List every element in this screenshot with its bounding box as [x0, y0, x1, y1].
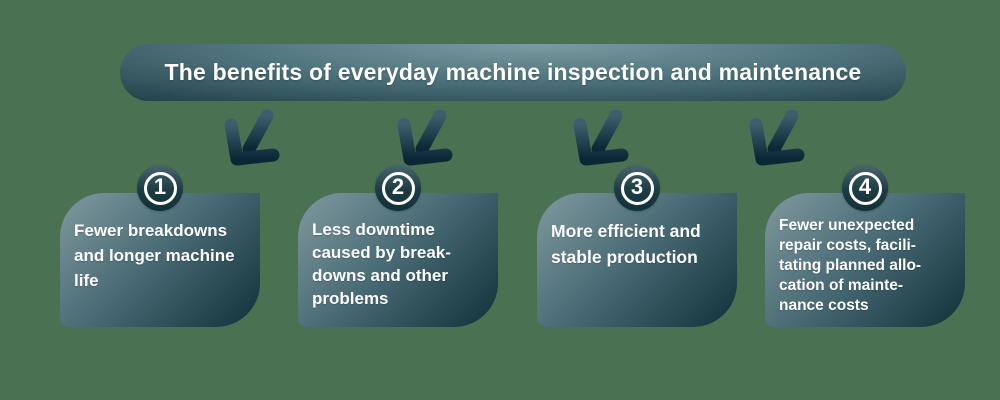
down-left-arrow-icon	[221, 108, 281, 168]
down-left-arrow-icon	[394, 108, 454, 168]
badge-number: 3	[630, 174, 644, 199]
card-number-badge-1: 1	[137, 165, 183, 211]
card-number-badge-3: 3	[614, 165, 660, 211]
badge-number: 1	[153, 174, 167, 199]
benefit-card-2: 2 Less downtime caused by break- downs a…	[298, 165, 498, 327]
down-left-arrow-icon	[746, 108, 806, 168]
down-left-arrow-icon	[570, 108, 630, 168]
badge-number: 2	[391, 174, 405, 199]
card-text: More efficient and stable production	[551, 221, 701, 267]
title-banner: The benefits of everyday machine inspect…	[120, 44, 906, 101]
card-number-badge-2: 2	[375, 165, 421, 211]
badge-number: 4	[858, 174, 872, 199]
badge-ring: 4	[848, 171, 882, 205]
card-text: Fewer unexpected repair costs, facili- t…	[779, 217, 922, 314]
benefit-card-1: 1 Fewer breakdowns and longer machine li…	[60, 165, 260, 327]
card-text: Fewer breakdowns and longer machine life	[74, 221, 235, 290]
badge-ring: 3	[620, 171, 654, 205]
badge-ring: 1	[143, 171, 177, 205]
badge-ring: 2	[381, 171, 415, 205]
benefit-card-4: 4 Fewer unexpected repair costs, facili-…	[765, 165, 965, 327]
card-number-badge-4: 4	[842, 165, 888, 211]
page-title: The benefits of everyday machine inspect…	[164, 59, 862, 85]
benefit-card-3: 3 More efficient and stable production	[537, 165, 737, 327]
card-text: Less downtime caused by break- downs and…	[312, 220, 451, 308]
